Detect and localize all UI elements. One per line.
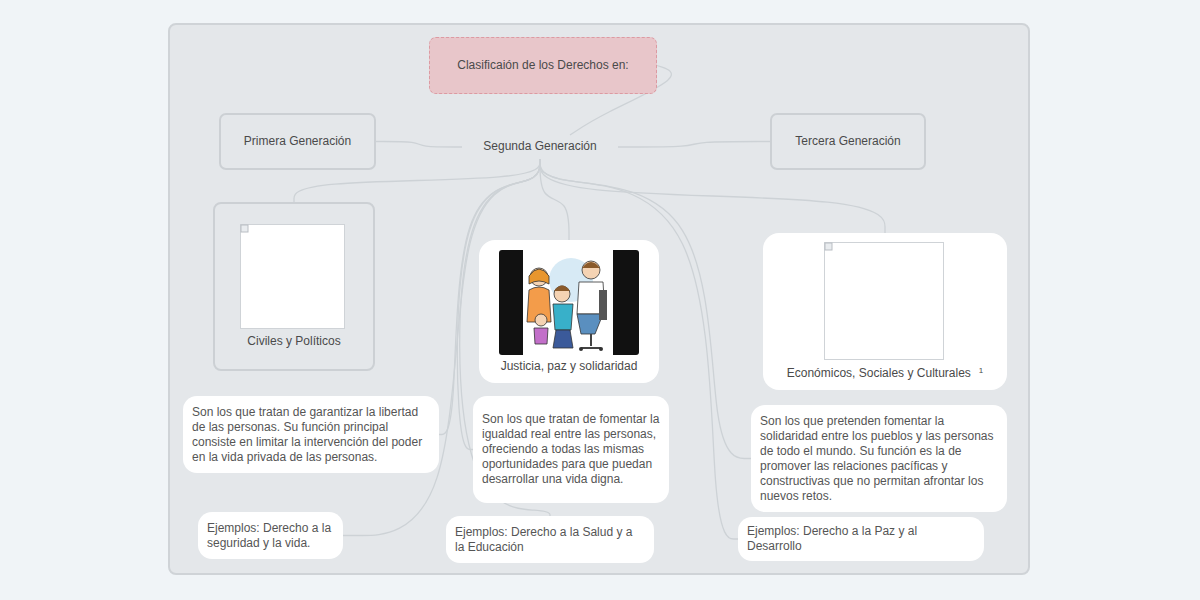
note-box: Son los que tratan de fomentar la iguald… [473,396,669,503]
topic-box: Segunda Generación [462,135,618,159]
node-text: Ejemplos: Derecho a la Salud y a la Educ… [455,525,645,555]
node-text: Ejemplos: Derecho a la Paz y al Desarrol… [747,524,975,554]
topic-box: Económicos, Sociales y Culturales 1 [763,233,1007,390]
link-count: 1 [979,366,983,376]
node-text: Son los que tratan de garantizar la libe… [192,405,430,465]
note-box: Son los que tratan de garantizar la libe… [183,396,439,473]
topic-box: Primera Generación [219,113,376,170]
topic-box: Civiles y Políticos [213,202,375,371]
node-text: Primera Generación [244,134,351,150]
topic-box: Justicia, paz y solidaridad [479,240,659,383]
node-text: Segunda Generación [483,139,596,155]
branch-line [540,159,569,240]
node-text: Tercera Generación [795,134,900,150]
node-text: Civiles y Políticos [247,334,340,350]
branch-line [540,159,885,233]
node-text: Ejemplos: Derecho a la seguridad y la vi… [207,521,334,551]
note-box: Ejemplos: Derecho a la Salud y a la Educ… [446,516,654,563]
image-placeholder [824,242,945,361]
topic-box: Tercera Generación [770,113,926,170]
branch-line [618,142,770,148]
family-illustration [499,250,639,355]
note-box: Ejemplos: Derecho a la seguridad y la vi… [198,512,343,559]
node-text: Justicia, paz y solidaridad [501,359,638,375]
root-topic: Clasificaión de los Derechos en: [429,37,657,94]
node-text: Clasificaión de los Derechos en: [457,58,628,74]
branch-line [376,142,462,148]
note-box: Ejemplos: Derecho a la Paz y al Desarrol… [738,517,984,561]
note-box: Son los que pretenden fomentar la solida… [751,405,1007,512]
node-text: Son los que tratan de fomentar la iguald… [482,412,660,487]
node-text: Son los que pretenden fomentar la solida… [760,414,998,504]
node-text: Económicos, Sociales y Culturales [787,366,971,382]
image-placeholder [240,224,346,330]
